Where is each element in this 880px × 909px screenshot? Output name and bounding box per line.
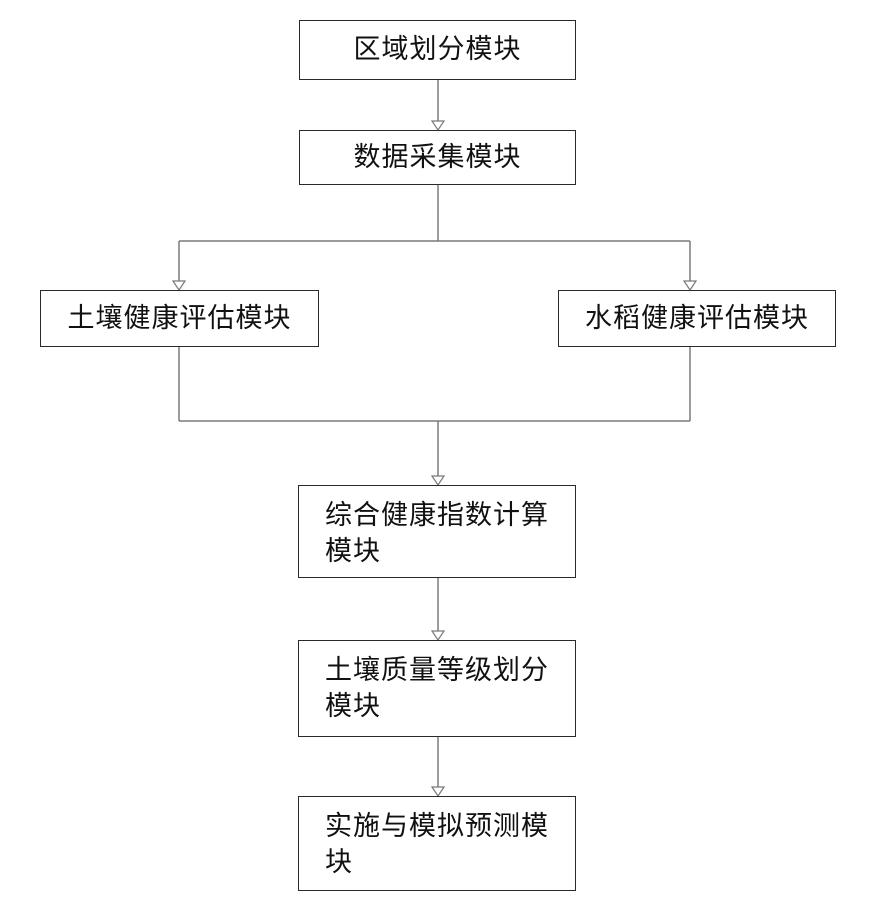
node-soil-health: 土壤健康评估模块	[40, 290, 319, 347]
node-region-division-label: 区域划分模块	[354, 32, 522, 68]
node-data-collection-label: 数据采集模块	[354, 140, 522, 176]
node-soil-quality-grade: 土壤质量等级划分模块	[298, 640, 576, 737]
node-composite-index-label: 综合健康指数计算模块	[325, 498, 561, 570]
node-rice-health-label: 水稻健康评估模块	[585, 301, 809, 337]
node-implementation-simulation: 实施与模拟预测模块	[298, 796, 576, 891]
node-rice-health: 水稻健康评估模块	[558, 290, 836, 347]
node-implementation-simulation-label: 实施与模拟预测模块	[325, 809, 561, 881]
node-data-collection: 数据采集模块	[299, 130, 576, 185]
node-soil-health-label: 土壤健康评估模块	[68, 301, 292, 337]
node-composite-index: 综合健康指数计算模块	[298, 485, 576, 578]
node-soil-quality-grade-label: 土壤质量等级划分模块	[325, 653, 561, 725]
node-region-division: 区域划分模块	[299, 20, 576, 80]
